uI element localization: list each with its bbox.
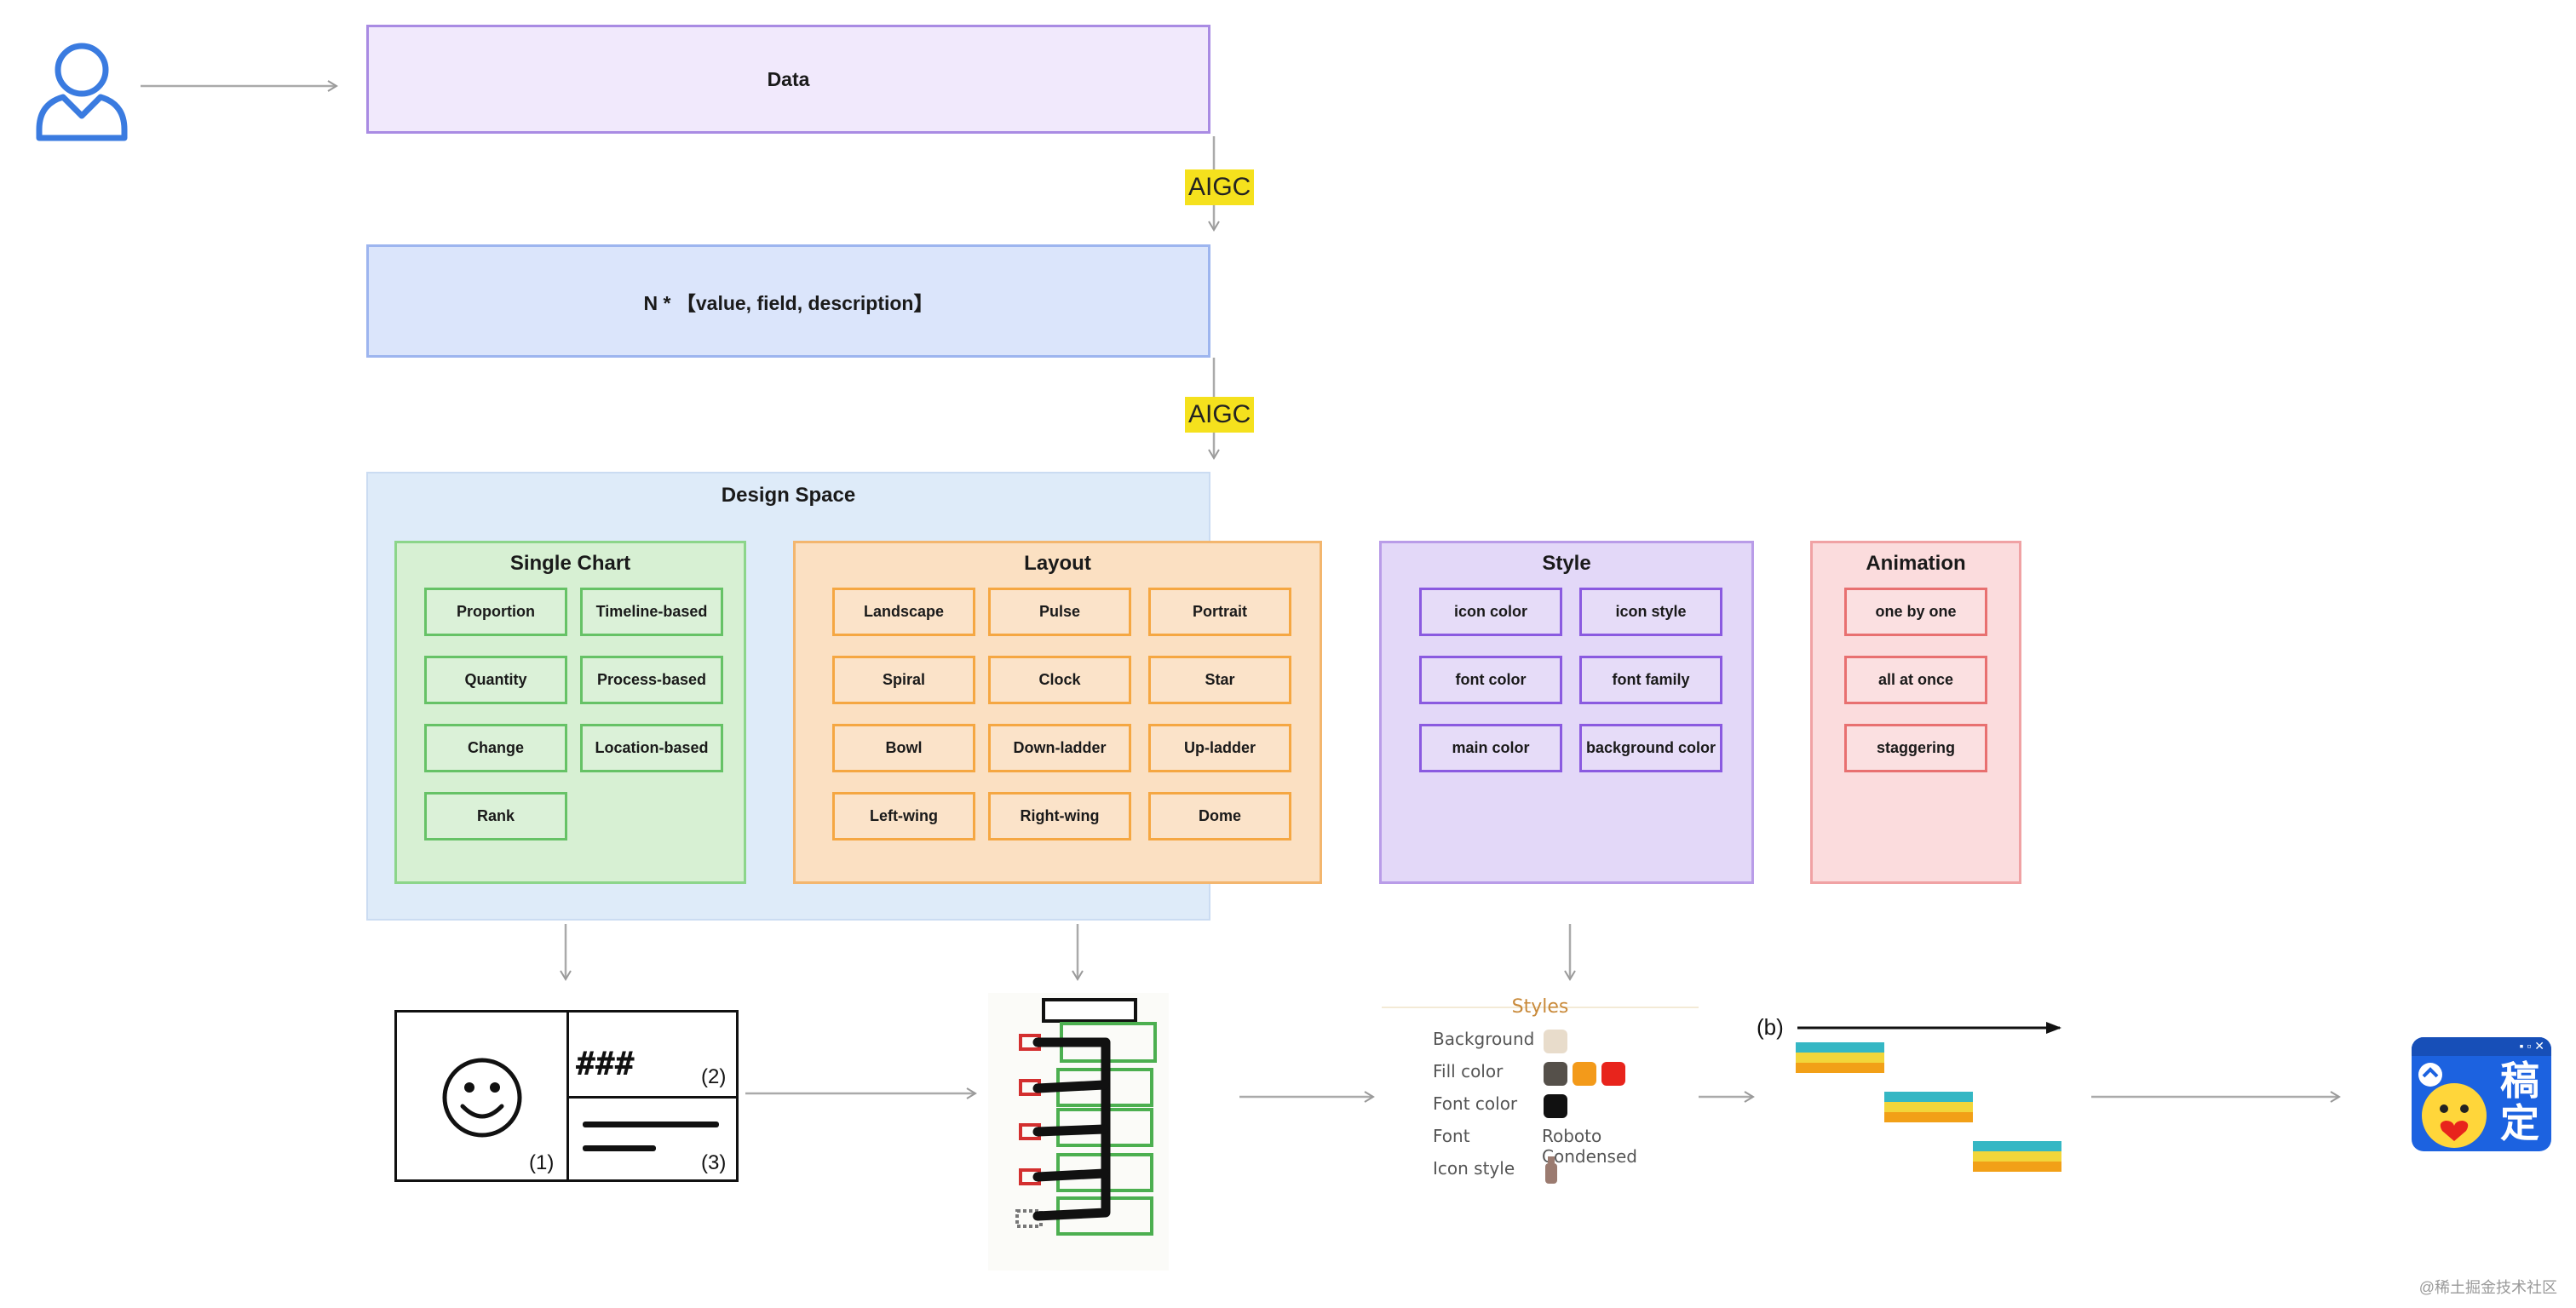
smiley-icon [442,1058,522,1138]
chip-bowl[interactable]: Bowl [832,724,975,772]
swatch-font-color[interactable] [1544,1094,1567,1118]
style-card: Styles Background Fill color Font color … [1382,995,1699,1190]
chip-icon-style[interactable]: icon style [1579,588,1722,636]
bar-stack-1 [1796,1042,1884,1073]
chip-font-color[interactable]: font color [1419,656,1562,704]
chip-rank[interactable]: Rank [424,792,567,840]
chip-all-at-once[interactable]: all at once [1844,656,1987,704]
bar-stack-3 [1973,1141,2061,1172]
layout-ladder-preview [988,993,1169,1271]
panel-title-animation: Animation [1866,552,1966,575]
data-label: Data [767,67,810,90]
panel-title-single-chart: Single Chart [509,552,631,575]
chip-timeline-based[interactable]: Timeline-based [580,588,723,636]
bottle-icon[interactable] [1542,1155,1561,1185]
style-card-divider [1382,1007,1699,1008]
result-badge[interactable]: ▪ ▫ ✕ 稿定 [2412,1037,2551,1151]
sketch-divider-horizontal [566,1096,736,1099]
chip-down-ladder[interactable]: Down-ladder [988,724,1131,772]
chip-up-ladder[interactable]: Up-ladder [1148,724,1291,772]
chip-change[interactable]: Change [424,724,567,772]
chip-one-by-one[interactable]: one by one [1844,588,1987,636]
badge-window-controls: ▪ ▫ ✕ [2519,1039,2544,1053]
style-row-label: Icon style [1433,1158,1515,1179]
user-icon [36,43,128,141]
sketch-text-line-2 [583,1145,656,1151]
swatch-background[interactable] [1544,1030,1567,1053]
chip-location-based[interactable]: Location-based [580,724,723,772]
chip-left-wing[interactable]: Left-wing [832,792,975,840]
chip-icon-color[interactable]: icon color [1419,588,1562,636]
panel-animation: Animation one by one all at once stagger… [1810,541,2021,884]
sketch-hash-text: ### [576,1045,635,1082]
design-space-title: Design Space [721,484,856,507]
sketch-label-1: (1) [529,1151,555,1174]
watermark-text: @稀土掘金技术社区 [2418,1279,2557,1296]
font-value[interactable]: Roboto Condensed [1542,1126,1637,1167]
chip-main-color[interactable]: main color [1419,724,1562,772]
badge-text: 稿定 [2500,1058,2539,1145]
aigc-tag-1: AIGC [1185,169,1255,205]
tuple-label: N * 【value, field, description】 [643,291,934,314]
chip-background-color[interactable]: background color [1579,724,1722,772]
sketch-label-3: (3) [701,1151,727,1174]
swatch-fill-1[interactable] [1544,1062,1567,1086]
animation-label: (b) [1757,1014,1784,1040]
mascot-icon [2418,1063,2487,1148]
bar-stack-2 [1884,1092,1973,1122]
stagger-bars [1796,1042,2061,1172]
chip-process-based[interactable]: Process-based [580,656,723,704]
style-row-label: Background [1433,1029,1535,1049]
panel-style: Style icon color icon style font color f… [1379,541,1754,884]
chart-sketch: ### (1) (2) (3) [394,1010,739,1182]
sketch-text-line-1 [583,1122,719,1127]
style-row-label: Fill color [1433,1061,1504,1081]
chip-right-wing[interactable]: Right-wing [988,792,1131,840]
panel-title-layout: Layout [1024,552,1091,575]
chip-staggering[interactable]: staggering [1844,724,1987,772]
style-row-label: Font [1433,1126,1470,1146]
chip-proportion[interactable]: Proportion [424,588,567,636]
chip-dome[interactable]: Dome [1148,792,1291,840]
panel-title-style: Style [1542,552,1591,575]
data-box: Data [366,25,1210,134]
chip-font-family[interactable]: font family [1579,656,1722,704]
aigc-tag-2: AIGC [1185,397,1255,433]
badge-window-bar [2412,1037,2551,1056]
style-row-label: Font color [1433,1093,1518,1114]
swatch-fill-3[interactable] [1601,1062,1625,1086]
chip-quantity[interactable]: Quantity [424,656,567,704]
chip-clock[interactable]: Clock [988,656,1131,704]
style-card-title: Styles [1511,996,1569,1018]
chip-spiral[interactable]: Spiral [832,656,975,704]
tuple-box: N * 【value, field, description】 [366,244,1210,358]
chip-portrait[interactable]: Portrait [1148,588,1291,636]
chip-landscape[interactable]: Landscape [832,588,975,636]
panel-single-chart: Single Chart Proportion Timeline-based Q… [394,541,746,884]
chip-star[interactable]: Star [1148,656,1291,704]
swatch-fill-2[interactable] [1573,1062,1596,1086]
panel-layout: Layout Landscape Pulse Portrait Spiral C… [793,541,1322,884]
chip-pulse[interactable]: Pulse [988,588,1131,636]
sketch-label-2: (2) [701,1065,727,1088]
